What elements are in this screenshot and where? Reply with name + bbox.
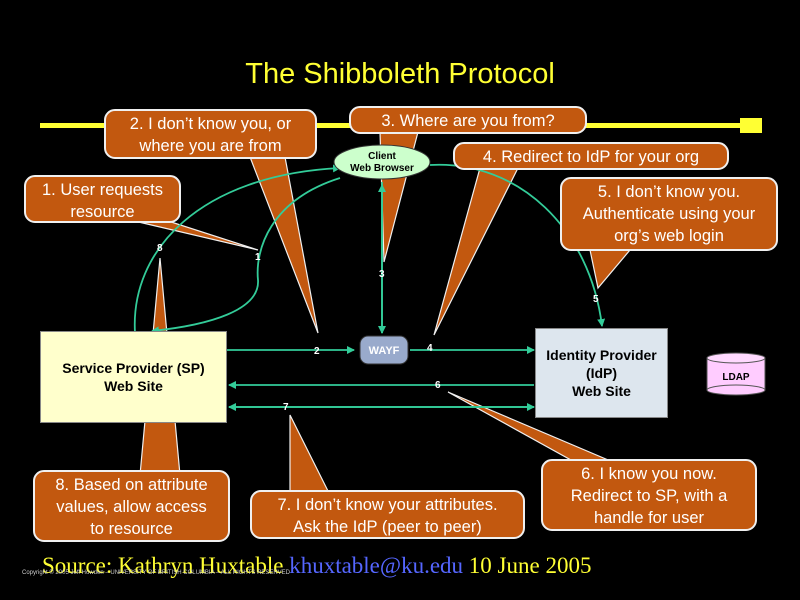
callout-step-5-line2: Authenticate using your [582, 205, 756, 223]
callout-step-2-line1: 2. I don’t know you, or [129, 115, 292, 133]
sp-label-line1: Service Provider (SP) [62, 360, 205, 376]
callout-step-1-line1: 1. User requests [41, 181, 164, 199]
callout-pointer-4 [433, 167, 519, 336]
callout-step-6-line3: handle for user [593, 509, 705, 527]
arrow-number-8: 8 [157, 243, 163, 254]
callout-step-2-line2: where you are from [139, 137, 282, 155]
client-label-line2: Web Browser [350, 163, 414, 174]
callout-step-8: 8. Based on attribute values, allow acce… [33, 470, 230, 542]
callout-step-8-line1: 8. Based on attribute [55, 476, 208, 494]
callout-pointer-7 [289, 414, 331, 496]
callout-step-6-line2: Redirect to SP, with a [570, 487, 728, 505]
callout-step-1: 1. User requests resource [24, 175, 181, 223]
service-provider-box: Service Provider (SP) Web Site [40, 331, 227, 423]
arrow-number-1: 1 [255, 252, 261, 263]
callout-step-6-line1: 6. I know you now. [581, 465, 717, 483]
callout-step-5: 5. I don’t know you. Authenticate using … [560, 177, 778, 251]
copyright-notice: Copyright © 2005 Jeff Howden – UNIVERSIT… [22, 570, 290, 576]
arrow-1b-redirect [151, 177, 341, 335]
callout-step-8-line2: values, allow access [56, 498, 207, 516]
wayf-label: WAYF [369, 345, 400, 357]
callout-step-3-line1: 3. Where are you from? [381, 112, 555, 130]
client-browser-node [333, 144, 431, 180]
callout-pointers [129, 131, 632, 496]
callout-step-7-line2: Ask the IdP (peer to peer) [293, 518, 482, 536]
arrow-number-5: 5 [593, 294, 599, 305]
callout-pointer-1 [129, 219, 259, 251]
client-label-line1: Client [368, 151, 396, 162]
idp-label-line1: Identity Provider [546, 347, 657, 363]
callout-step-4: 4. Redirect to IdP for your org [453, 142, 729, 170]
arrow-number-7: 7 [283, 402, 289, 413]
callout-step-7-line1: 7. I don’t know your attributes. [277, 496, 498, 514]
protocol-arrows [133, 163, 606, 411]
ldap-node [706, 352, 766, 396]
arrow-number-3: 3 [379, 269, 385, 280]
ldap-label: LDAP [722, 372, 750, 383]
callout-step-1-line2: resource [70, 203, 135, 221]
sp-label-line2: Web Site [104, 378, 163, 394]
arrow-number-4: 4 [427, 343, 433, 354]
identity-provider-box: Identity Provider (IdP) Web Site [535, 328, 668, 418]
arrow-number-2: 2 [314, 346, 320, 357]
callout-step-2: 2. I don’t know you, or where you are fr… [104, 109, 317, 159]
source-credit: Source: Kathryn Huxtable khuxtable@ku.ed… [42, 553, 591, 579]
page-title: The Shibboleth Protocol [245, 58, 555, 90]
callout-step-5-line3: org’s web login [614, 227, 724, 245]
arrow-number-6: 6 [435, 380, 441, 391]
idp-label-line3: Web Site [572, 383, 631, 399]
callout-step-5-line1: 5. I don’t know you. [597, 183, 741, 201]
source-email-link[interactable]: khuxtable@ku.edu [289, 553, 464, 578]
callout-step-3: 3. Where are you from? [349, 106, 587, 134]
callout-step-7: 7. I don’t know your attributes. Ask the… [250, 490, 525, 539]
callout-pointer-2 [249, 156, 319, 334]
idp-label-line2: (IdP) [585, 365, 618, 381]
source-prefix: Source: Kathryn Huxtable [42, 553, 290, 578]
callout-step-8-line3: to resource [90, 520, 173, 538]
wayf-node [359, 335, 409, 365]
callout-pointer-5 [589, 249, 632, 290]
arrow-1-request [133, 164, 341, 334]
callout-step-6: 6. I know you now. Redirect to SP, with … [541, 459, 757, 531]
source-date: 10 June 2005 [463, 553, 592, 578]
callout-step-4-line1: 4. Redirect to IdP for your org [482, 148, 700, 166]
